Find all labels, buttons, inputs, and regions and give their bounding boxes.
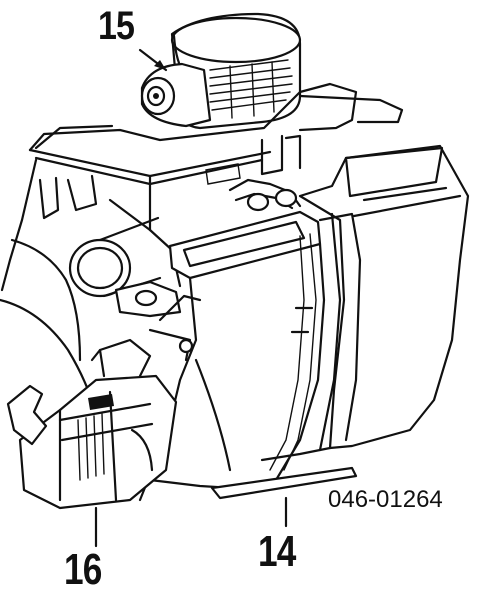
resistor-module-part-16: [6, 338, 178, 510]
callout-14: 14: [258, 527, 296, 576]
blower-motor-part-15: [140, 12, 302, 130]
wire-harness: [148, 178, 302, 362]
callout-15: 15: [98, 4, 135, 48]
heater-core-housing-part-14: [138, 144, 470, 502]
callout-16: 16: [64, 545, 102, 594]
leader-line-15: [138, 48, 168, 72]
diagram-part-code: 046-01264: [328, 486, 443, 513]
